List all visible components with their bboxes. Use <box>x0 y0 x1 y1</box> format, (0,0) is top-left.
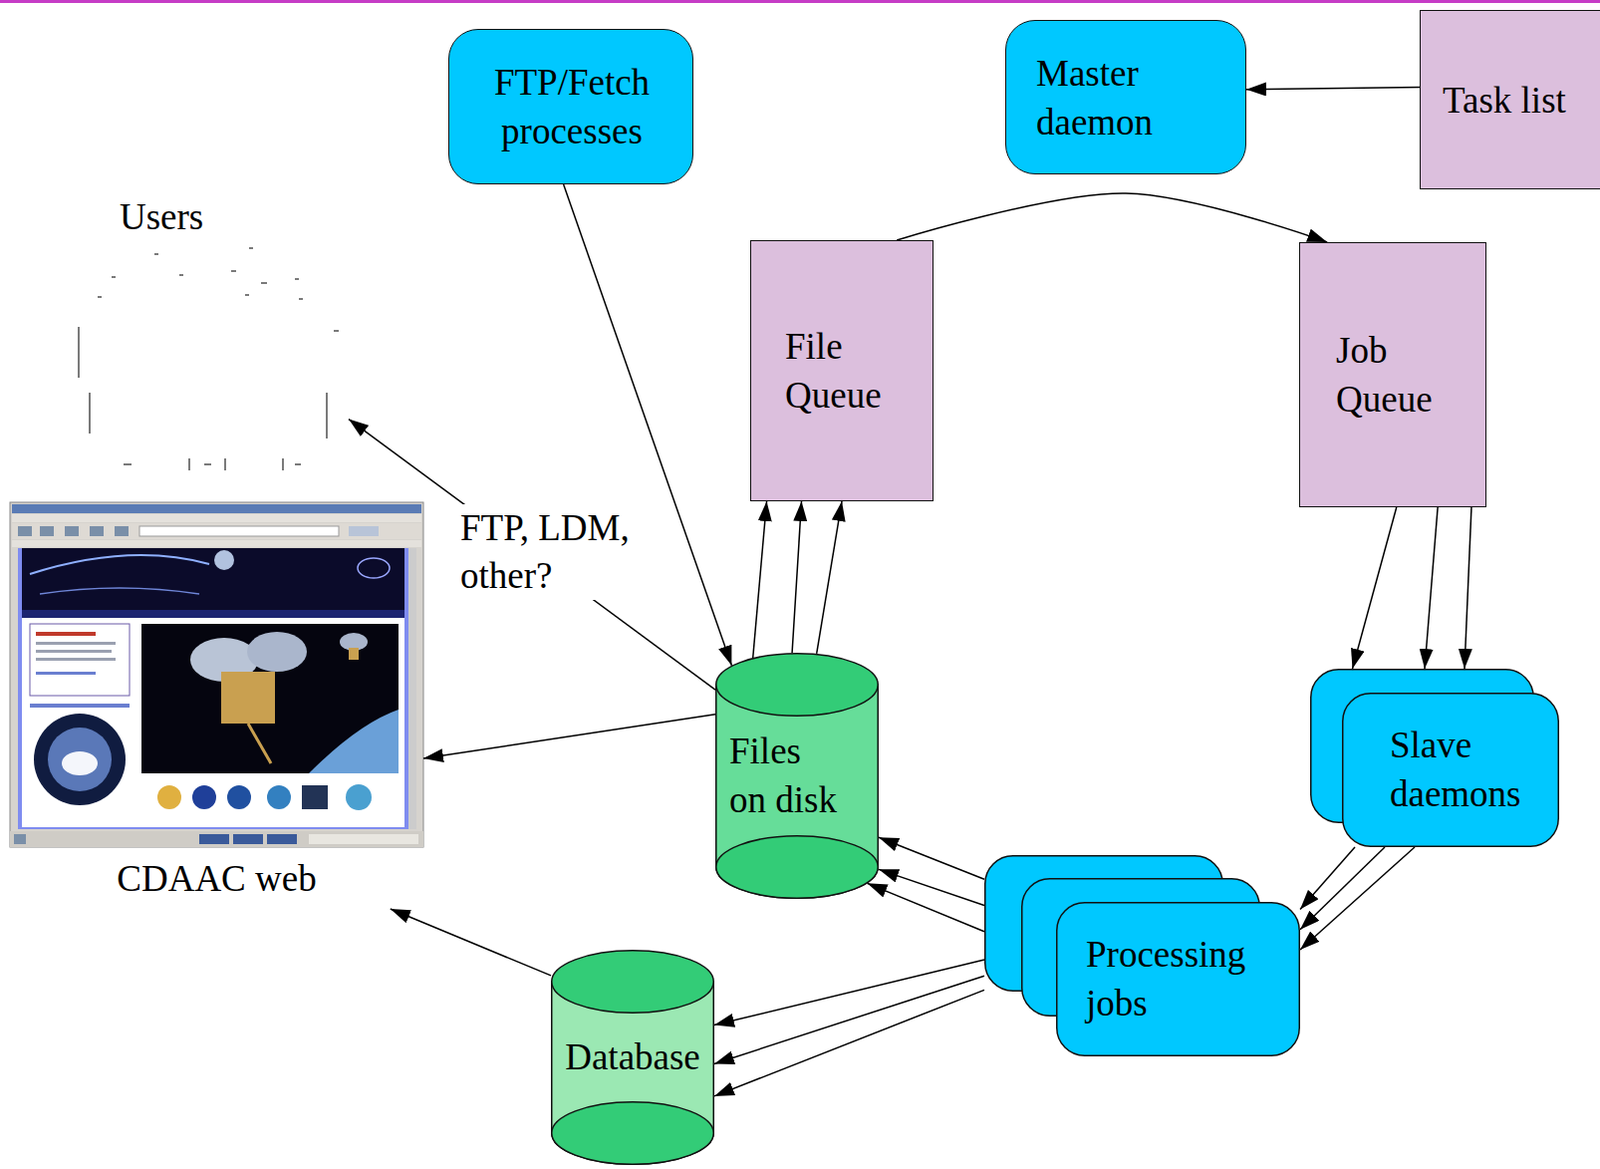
flow-arrow <box>1246 86 1420 89</box>
text-area: Processing jobs <box>1085 910 1291 1049</box>
queue-box: Task list <box>1419 9 1600 190</box>
text-area: Users <box>119 191 299 244</box>
queue-box: File Queue <box>750 240 934 502</box>
users-clipart <box>78 248 339 471</box>
flow-arrow <box>1300 846 1415 950</box>
process-label: Processing jobs <box>1085 930 1291 1029</box>
text-area: CDAAC web <box>9 852 424 906</box>
process-label: FTP/Fetch processes <box>459 58 685 157</box>
queue-label: Job Queue <box>1335 326 1478 425</box>
flow-arrow <box>714 959 985 1026</box>
flow-arrow <box>1352 507 1397 669</box>
flow-arrow <box>1300 846 1385 930</box>
text-area: Job Queue <box>1335 251 1478 501</box>
cylinder-top <box>716 653 879 717</box>
users-cloud: Users <box>69 187 349 489</box>
process-label: Slave daemons <box>1389 721 1550 819</box>
users-label: Users <box>119 193 204 243</box>
cylinder-bottom <box>551 1101 715 1165</box>
store-label: Files on disk <box>729 727 845 825</box>
text-area: Database <box>556 1013 709 1101</box>
text-area: Task list <box>1442 18 1593 183</box>
text-area: FTP/Fetch processes <box>459 37 685 178</box>
store-label: Database <box>564 1033 701 1082</box>
flow-arrow <box>792 501 801 653</box>
flow-arrow <box>714 975 985 1064</box>
flow-arrow <box>348 419 716 691</box>
job-stack: Processing jobs <box>984 854 1301 1057</box>
flow-arrow <box>1424 507 1438 669</box>
process-box: Master daemon <box>1005 19 1247 175</box>
queue-label: Task list <box>1442 76 1567 126</box>
process-box: FTP/Fetch processes <box>448 28 694 185</box>
flow-arrow <box>1464 507 1472 669</box>
stack-card <box>1057 902 1301 1057</box>
flow-arrow <box>878 836 985 879</box>
cylinder-bottom <box>716 835 879 899</box>
flow-arrow <box>423 714 716 759</box>
queue-box: Job Queue <box>1299 242 1487 508</box>
text-area: Slave daemons <box>1389 702 1550 837</box>
flow-arrow <box>1300 846 1355 910</box>
cylinder-top <box>551 950 715 1014</box>
text-area: Master daemon <box>1036 28 1236 168</box>
disk-cylinder: Files on disk <box>715 652 879 899</box>
queue-label: File Queue <box>785 322 925 421</box>
web-caption: CDAAC web <box>116 854 316 904</box>
flow-arrow <box>896 193 1328 243</box>
flow-arrow <box>714 989 985 1096</box>
stack-card <box>1342 693 1560 847</box>
text-area: Files on disk <box>729 716 845 835</box>
text-area: File Queue <box>785 249 925 495</box>
edge-label: FTP, LDM, other? <box>460 504 660 600</box>
daemon-stack: Slave daemons <box>1310 668 1560 847</box>
cylinder-outline <box>715 652 879 899</box>
flow-arrow <box>878 868 985 905</box>
flow-arrow <box>867 882 985 931</box>
flow-arrow <box>753 501 768 658</box>
top-rule <box>0 0 1600 3</box>
cylinder-body <box>716 684 879 898</box>
flow-arrow <box>390 908 551 976</box>
database-cylinder: Database <box>550 949 715 1165</box>
web-page: CDAAC web <box>9 502 424 909</box>
flow-arrow <box>816 501 842 654</box>
process-label: Master daemon <box>1036 49 1236 148</box>
web-screenshot <box>9 502 424 847</box>
